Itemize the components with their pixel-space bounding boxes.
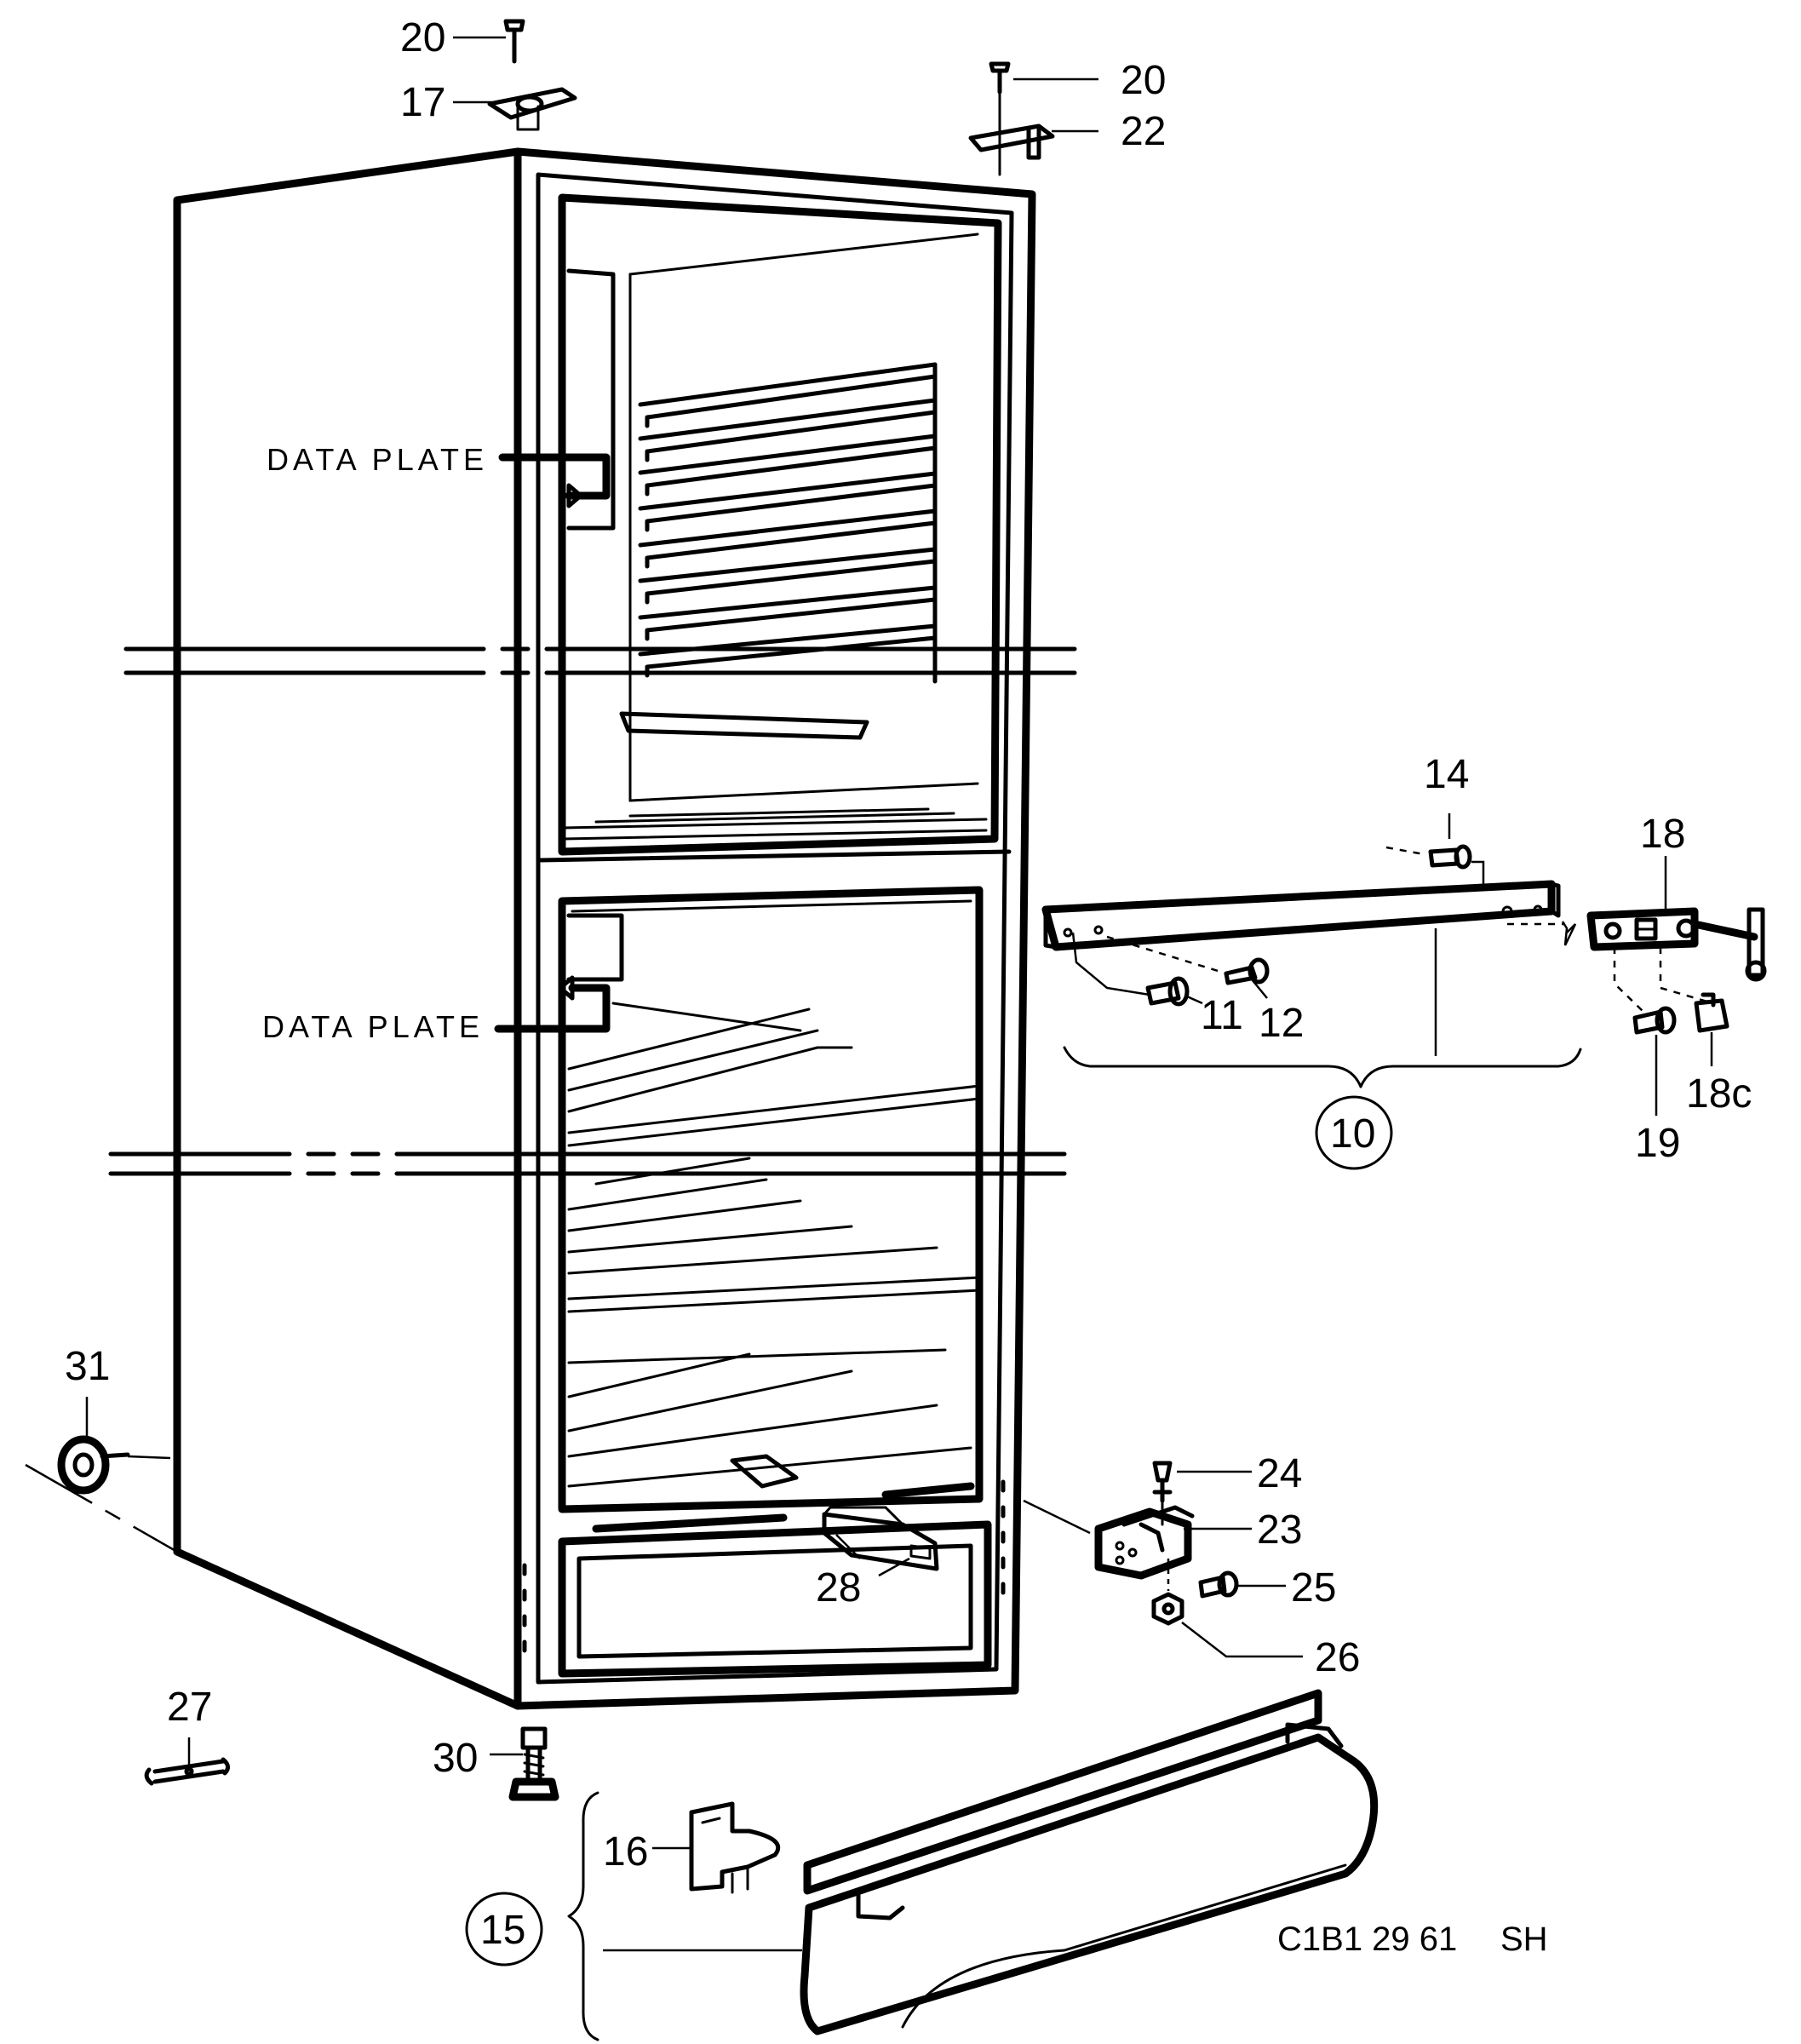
- mullion: [536, 849, 1012, 863]
- leveling-foot-31: [57, 1435, 130, 1495]
- callout-18c: 18c: [1686, 1071, 1752, 1117]
- callout-30: 30: [433, 1736, 478, 1781]
- callout-20-top-left: 20: [400, 15, 445, 60]
- callout-11: 11: [1201, 993, 1243, 1038]
- callout-27: 27: [167, 1685, 212, 1730]
- callout-19: 19: [1635, 1121, 1680, 1166]
- leveling-leg-30: [508, 1726, 559, 1801]
- callout-15: 15: [480, 1908, 525, 1953]
- base-grille-15: [800, 1689, 1379, 2035]
- lower-compartment: [558, 886, 984, 1513]
- lower-hinge-23: [1094, 1497, 1195, 1580]
- bottom-grille-area: [522, 1479, 1021, 1678]
- circle-10: [1315, 1095, 1393, 1170]
- drawing-code: C1B1 29 61: [1277, 1921, 1457, 1958]
- screw-19: [1632, 1006, 1677, 1035]
- bar-end-detail: [1561, 921, 1577, 946]
- callout-14: 14: [1424, 752, 1469, 797]
- data-plate-upper-indicator: [498, 453, 611, 508]
- door-bar-10: [1041, 880, 1561, 951]
- screw-14: [1428, 844, 1472, 870]
- data-plate-lower-label: DATA PLATE: [262, 1009, 484, 1044]
- lower-wire-shelf-3: [567, 1348, 972, 1488]
- callout-26: 26: [1315, 1635, 1360, 1680]
- callout-20-top-right: 20: [1121, 58, 1166, 103]
- drawing-code-suffix: SH: [1500, 1921, 1548, 1958]
- callout-22: 22: [1121, 109, 1166, 154]
- callout-17: 17: [400, 80, 445, 125]
- floor-line: [127, 1455, 171, 1460]
- screw-20-top-left: [503, 19, 525, 64]
- data-plate-upper-label: DATA PLATE: [267, 442, 488, 477]
- bushing-17: [487, 87, 577, 131]
- cap-18c: [1694, 992, 1729, 1033]
- callout-16: 16: [603, 1829, 648, 1875]
- callout-23: 23: [1257, 1507, 1302, 1553]
- lower-wire-shelf-2: [567, 1157, 981, 1313]
- upper-wire-shelf: [562, 807, 988, 841]
- screw-20-top-right: [989, 61, 1011, 95]
- callout-10: 10: [1330, 1111, 1375, 1157]
- callout-25: 25: [1291, 1565, 1336, 1611]
- callout-28: 28: [816, 1565, 861, 1611]
- callout-31: 31: [65, 1344, 110, 1389]
- callout-24: 24: [1257, 1451, 1302, 1496]
- circle-15: [465, 1892, 543, 1966]
- bracket-28: [822, 1506, 939, 1571]
- screw-25: [1198, 1570, 1239, 1599]
- callout-12: 12: [1259, 1001, 1304, 1046]
- wrench-27: [144, 1757, 230, 1786]
- pivot-pin-24: [1152, 1461, 1173, 1503]
- bracket-10: [1063, 1046, 1582, 1088]
- nut-26: [1151, 1592, 1184, 1626]
- data-plate-lower-indicator: [494, 975, 611, 1033]
- refrigerator-cabinet: [173, 147, 1036, 1710]
- screw-12: [1224, 957, 1270, 985]
- break-lines: [108, 646, 1077, 1176]
- hinge-18: [1586, 907, 1767, 982]
- bracket-15: [567, 1791, 599, 2041]
- lower-wire-shelf-1: [567, 1002, 981, 1147]
- hinge-plate-22: [968, 92, 1055, 176]
- upper-compartment: [558, 193, 1002, 856]
- screw-11: [1145, 976, 1190, 1007]
- callout-18: 18: [1640, 812, 1685, 857]
- clip-16: [689, 1801, 781, 1894]
- upper-shelf-rails: [638, 362, 938, 684]
